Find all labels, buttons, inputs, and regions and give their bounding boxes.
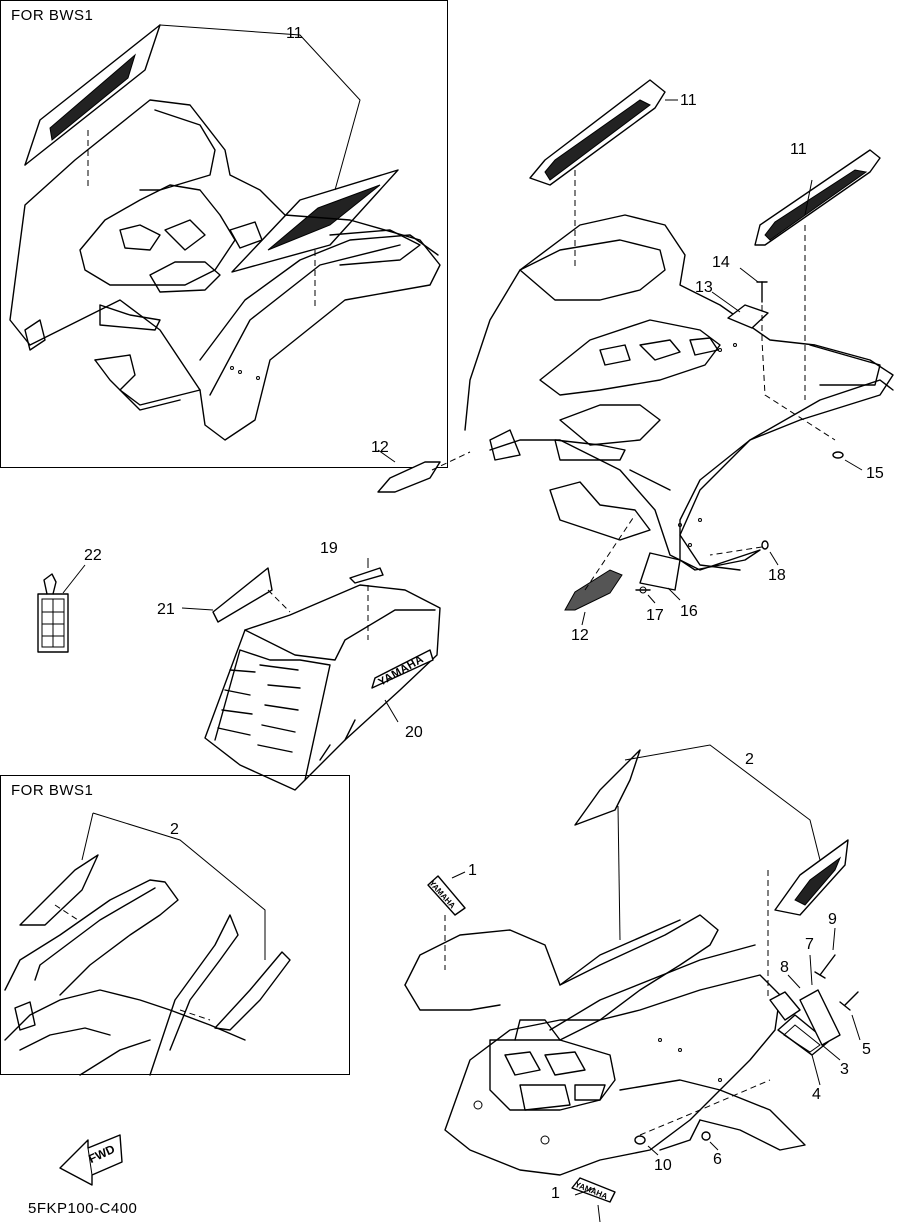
callout-14: 14 xyxy=(712,254,730,271)
callout-12: 12 xyxy=(371,439,389,456)
callout-6: 6 xyxy=(713,1151,722,1168)
rear-fender-drawing xyxy=(377,79,894,626)
callout-12: 12 xyxy=(571,627,589,644)
callout-13: 13 xyxy=(695,279,713,296)
inset-front-fender-drawing xyxy=(4,812,291,1076)
callout-11: 11 xyxy=(680,92,697,109)
callout-17: 17 xyxy=(646,607,664,624)
fwd-arrow-icon xyxy=(59,1134,123,1186)
callout-15: 15 xyxy=(866,465,884,482)
callout-1: 1 xyxy=(468,862,477,879)
callout-22: 22 xyxy=(84,547,102,564)
callout-5: 5 xyxy=(862,1041,871,1058)
callout-8: 8 xyxy=(780,959,789,976)
diagram-code: 5FKP100-C400 xyxy=(28,1200,138,1217)
callout-9: 9 xyxy=(828,911,837,928)
tank-cover-drawing xyxy=(181,558,441,791)
callout-11: 11 xyxy=(286,25,303,42)
inset-frame-front-fender-bws1: FOR BWS1 xyxy=(0,775,350,1075)
inset-rear-fender-drawing xyxy=(9,24,441,441)
callout-10: 10 xyxy=(654,1157,672,1174)
callout-21: 21 xyxy=(157,601,175,618)
callout-1: 1 xyxy=(551,1185,560,1202)
callout-18: 18 xyxy=(768,567,786,584)
callout-11: 11 xyxy=(790,141,807,158)
inset-label: FOR BWS1 xyxy=(11,7,94,24)
warning-tag-drawing xyxy=(37,564,86,653)
callout-16: 16 xyxy=(680,603,698,620)
callout-2: 2 xyxy=(745,751,754,768)
callout-20: 20 xyxy=(405,724,423,741)
callout-19: 19 xyxy=(320,540,338,557)
callout-2: 2 xyxy=(170,821,179,838)
callout-3: 3 xyxy=(840,1061,849,1078)
front-fender-drawing xyxy=(404,744,861,1222)
inset-frame-rear-fender-bws1: FOR BWS1 xyxy=(0,0,448,468)
inset-label: FOR BWS1 xyxy=(11,782,94,799)
callout-4: 4 xyxy=(812,1086,821,1103)
callout-7: 7 xyxy=(805,936,814,953)
